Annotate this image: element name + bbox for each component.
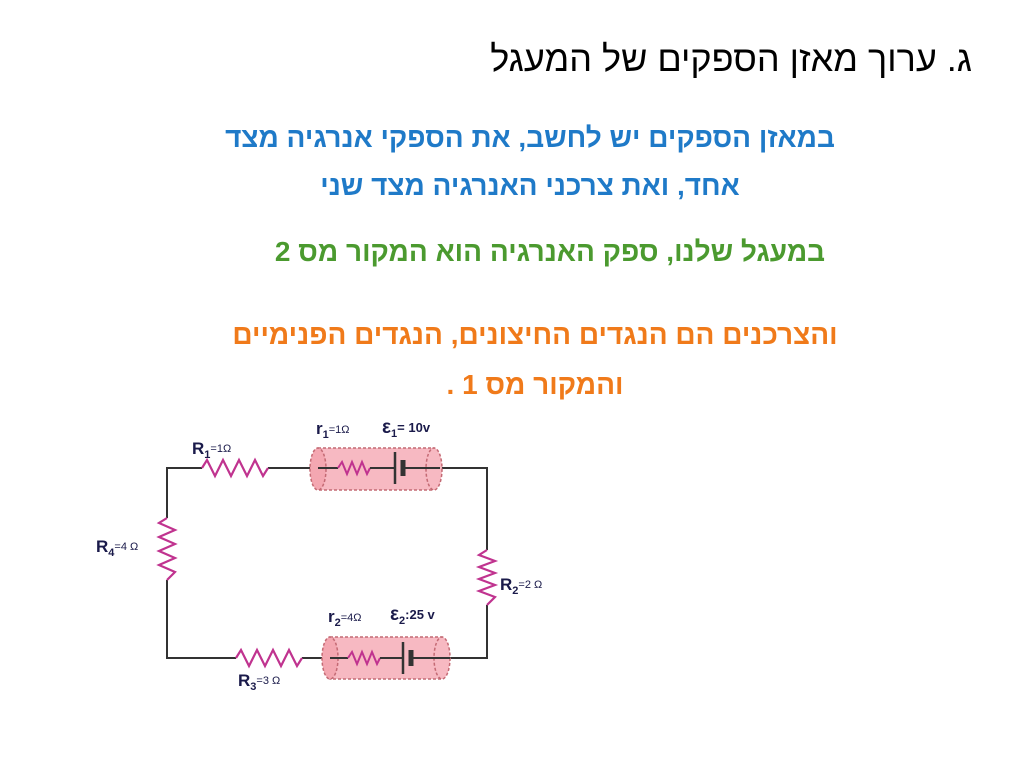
label-r2-internal: r2=4Ω [328, 607, 362, 629]
paragraph-consumers: והצרכנים הם הנגדים החיצונים, הנגדים הפני… [110, 310, 960, 410]
resistor-r3 [235, 647, 303, 669]
paragraph-energy-supplier: במעגל שלנו, ספק האנרגיה הוא המקור מס 2 [274, 236, 826, 267]
label-r3: R3=3 Ω [238, 671, 280, 693]
label-r4: R4=4 Ω [96, 537, 138, 559]
paragraph-power-balance-line-2: אחד, ואת צרכני האנרגיה מצד שני [320, 170, 740, 201]
resistor-r2 [475, 549, 499, 606]
paragraph-consumers-line-2: והמקור מס 1 . [446, 369, 624, 400]
label-emf2: ε2:25 v [390, 604, 436, 627]
source-1 [309, 447, 443, 491]
source-2 [321, 636, 451, 680]
label-r1-internal: r1=1Ω [316, 419, 350, 441]
wire-top-right [440, 467, 488, 550]
circuit-labels: R1=1Ω R2=2 Ω R3=3 Ω R4=4 Ω r1=1Ω ε1= 10v… [96, 417, 542, 693]
circuit-diagram: R1=1Ω R2=2 Ω R3=3 Ω R4=4 Ω r1=1Ω ε1= 10v… [80, 400, 600, 700]
internal-resistor-r2 [347, 649, 381, 667]
circuit-svg: R1=1Ω R2=2 Ω R3=3 Ω R4=4 Ω r1=1Ω ε1= 10v… [96, 417, 542, 693]
circuit-wires [166, 467, 488, 659]
label-emf1: ε1= 10v [382, 417, 431, 440]
resistor-r4 [156, 517, 178, 581]
paragraph-consumers-line-1: והצרכנים הם הנגדים החיצונים, הנגדים הפני… [232, 319, 838, 350]
slide-title: ג. ערוך מאזן הספקים של המעגל [490, 38, 972, 79]
label-r2: R2=2 Ω [500, 575, 542, 597]
wire-bottom-left [166, 580, 236, 659]
wire-top-left [166, 467, 202, 518]
label-r1: R1=1Ω [192, 439, 231, 461]
wire-bottom-right [450, 605, 488, 659]
paragraph-power-balance: במאזן הספקים יש לחשב, את הספקי אנרגיה מצ… [120, 114, 940, 210]
internal-resistor-r1 [337, 459, 371, 477]
paragraph-power-balance-line-1: במאזן הספקים יש לחשב, את הספקי אנרגיה מצ… [225, 122, 835, 153]
resistor-r1 [201, 457, 269, 479]
